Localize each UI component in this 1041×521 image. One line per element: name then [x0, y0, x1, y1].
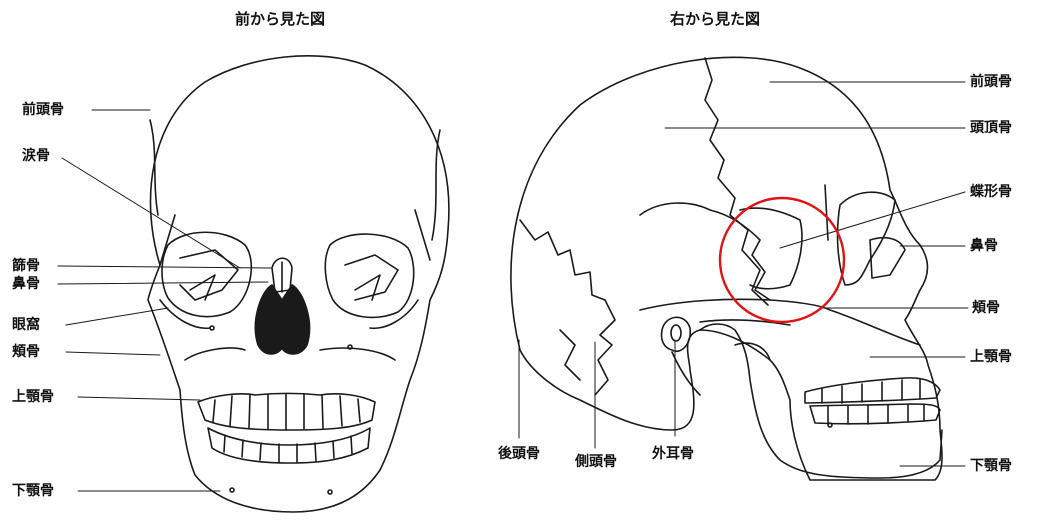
front-label-mandible: 下顎骨 — [12, 483, 54, 499]
front-zygomatic-left — [160, 300, 210, 328]
front-leader-lines — [58, 110, 272, 491]
side-skull-outline — [511, 57, 942, 480]
side-label-zygomatic: 頬骨 — [972, 300, 1000, 316]
front-lower-teeth-gaps — [224, 435, 352, 462]
front-skull — [148, 56, 449, 512]
front-temporal-line-right — [415, 210, 430, 260]
side-sphenoid-edge — [825, 185, 828, 240]
side-label-mandible: 下顎骨 — [970, 458, 1012, 474]
front-orbit-left — [162, 232, 251, 316]
front-maxilla-right — [320, 348, 395, 360]
side-mandible — [700, 324, 942, 478]
side-mandible-ramus — [735, 343, 770, 360]
side-temporal-suture — [595, 300, 615, 395]
side-ear-canal — [671, 325, 681, 341]
side-coronal-suture — [705, 58, 768, 305]
front-orbit-left-inner — [180, 250, 238, 300]
side-label-frontal: 前頭骨 — [970, 74, 1012, 90]
side-maxilla — [830, 310, 920, 345]
side-label-temporal: 側頭骨 — [575, 454, 617, 470]
front-temporal-line-left — [160, 215, 175, 265]
front-infraorbital-foramen-left — [210, 326, 214, 330]
front-mental-foramen-left — [230, 488, 234, 492]
side-occipito-mastoid — [560, 330, 580, 380]
front-label-zygomatic: 頬骨 — [12, 344, 40, 360]
front-upper-teeth-gaps — [213, 394, 360, 430]
front-orbit-right — [325, 234, 413, 317]
front-maxilla-left — [185, 348, 245, 360]
side-label-nasal: 鼻骨 — [970, 238, 998, 254]
side-label-ear: 外耳骨 — [652, 446, 694, 462]
front-skull-outline — [148, 56, 449, 512]
side-label-occipital: 後頭骨 — [498, 446, 540, 462]
front-view-title: 前から見た図 — [235, 8, 325, 29]
side-label-parietal: 頭頂骨 — [970, 120, 1012, 136]
side-skull — [511, 57, 942, 480]
side-nasal-bone — [870, 238, 905, 278]
front-label-maxilla: 上顎骨 — [12, 389, 54, 405]
side-label-maxilla: 上顎骨 — [970, 349, 1012, 365]
side-mastoid — [672, 352, 700, 395]
side-lambdoid-suture — [520, 220, 605, 300]
front-orbit-right-inner — [345, 255, 398, 300]
sphenoid-highlight-circle — [720, 198, 844, 322]
front-label-orbit: 眼窩 — [12, 317, 40, 333]
side-view-title: 右から見た図 — [670, 8, 760, 29]
front-label-lacrimal: 涙骨 — [22, 148, 50, 164]
front-label-frontal: 前頭骨 — [22, 102, 64, 118]
side-sphenoid-region — [740, 208, 802, 289]
side-mental-foramen — [828, 423, 832, 427]
front-nasal-cavity — [255, 285, 309, 354]
front-label-nasal: 鼻骨 — [12, 276, 40, 292]
front-orbit-left-fissure — [190, 275, 215, 300]
side-lower-teeth — [810, 404, 940, 424]
side-orbit — [838, 192, 895, 285]
front-label-ethmoid: 篩骨 — [12, 258, 40, 274]
front-coronal-suture-left — [150, 120, 158, 215]
front-lower-teeth — [208, 428, 370, 463]
front-mental-foramen-right — [328, 490, 332, 494]
side-leader-lines — [519, 82, 968, 466]
side-label-sphenoid: 蝶形骨 — [970, 184, 1012, 200]
side-external-ear — [661, 317, 690, 351]
front-infraorbital-foramen-right — [348, 345, 352, 349]
